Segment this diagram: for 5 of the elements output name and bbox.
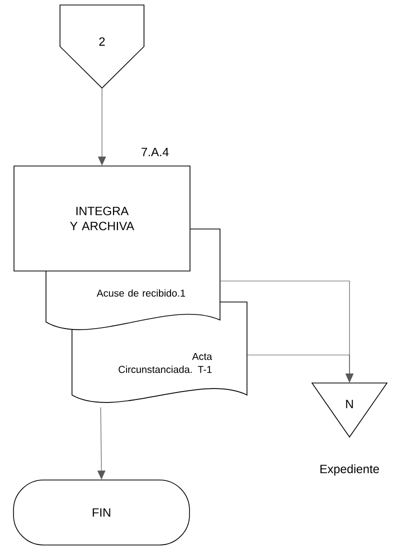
offpage-connector: 2	[60, 4, 144, 89]
step-number: 7.A.4	[142, 148, 169, 156]
terminator: FIN	[13, 480, 190, 546]
archive-label: Expediente	[320, 464, 379, 476]
process-box: INTEGRA Y ARCHIVA	[14, 166, 190, 272]
